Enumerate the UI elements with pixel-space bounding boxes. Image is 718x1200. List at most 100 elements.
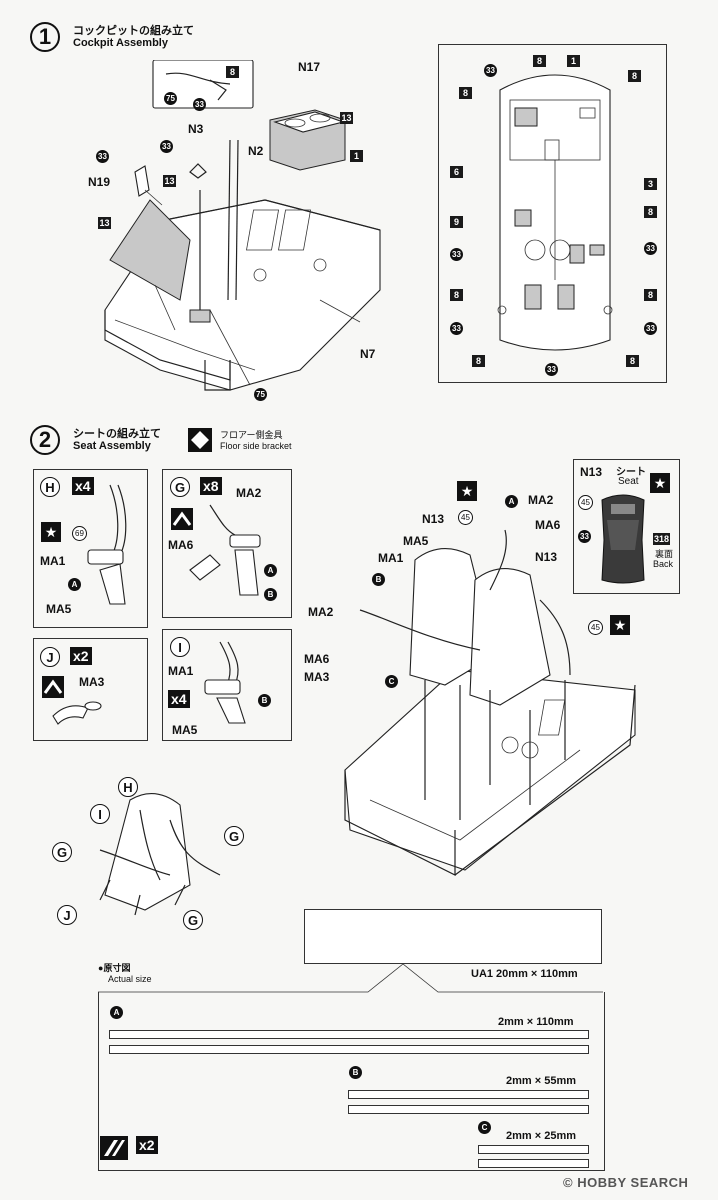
harness-letter-i: I: [90, 804, 110, 824]
part-ref-8: 8: [628, 70, 641, 82]
label-n17: N17: [298, 60, 321, 74]
part-ref-33: 33: [578, 530, 591, 543]
part-ref-45: 45: [458, 510, 473, 525]
label-ma5: MA5: [172, 723, 198, 737]
harness-letter-h: H: [118, 777, 138, 797]
quantity-badge: x2: [70, 647, 92, 665]
cockpit-top-view: [497, 74, 613, 351]
label-ma3: MA3: [304, 670, 330, 684]
label-ma6: MA6: [304, 652, 330, 666]
subassembly-letter-i: I: [170, 637, 190, 657]
strip-c-size: 2mm × 25mm: [506, 1130, 577, 1142]
part-ref-3: 3: [644, 178, 657, 190]
part-ref-33: 33: [96, 150, 109, 163]
star-icon: ★: [650, 473, 670, 493]
watermark-copyright: ©: [563, 1175, 574, 1190]
part-ref-75: 75: [164, 92, 177, 105]
part-ref-75: 75: [254, 388, 267, 401]
part-ref-8: 8: [226, 66, 239, 78]
actual-size-jp-text: 原寸図: [103, 963, 131, 973]
quantity-badge: x2: [136, 1136, 158, 1154]
quantity-badge: x4: [72, 477, 94, 495]
harness-letter-g: G: [52, 842, 72, 862]
part-ref-13: 13: [340, 112, 353, 124]
seat-back-drawing: [601, 494, 645, 584]
part-ref-8: 8: [472, 355, 485, 367]
subassembly-letter-j: J: [40, 647, 60, 667]
part-ref-45: 45: [588, 620, 603, 635]
strip-ref-a: A: [264, 564, 277, 577]
seat-label-en: Seat: [618, 476, 639, 487]
bracket-j-drawing: [52, 701, 102, 725]
label-ma2: MA2: [308, 605, 334, 619]
part-ref-8: 8: [644, 206, 657, 218]
part-ref-318: 318: [653, 533, 671, 545]
step-2-number: 2: [30, 425, 60, 455]
harness-letter-j: J: [57, 905, 77, 925]
strip-a-1: [109, 1030, 589, 1039]
watermark: © HOBBY SEARCH: [563, 1175, 688, 1190]
back-label-jp: 裏面: [655, 549, 674, 559]
strip-ref-b: B: [372, 573, 385, 586]
part-ref-33: 33: [484, 64, 497, 77]
actual-size-box: [98, 992, 605, 1171]
part-ref-13: 13: [98, 217, 111, 229]
bracket-label-en: Floor side bracket: [220, 441, 292, 451]
label-n13: N13: [535, 550, 558, 564]
part-ref-33: 33: [644, 322, 657, 335]
bracket-up-icon: [171, 508, 193, 530]
step-2-title-en: Seat Assembly: [73, 440, 151, 452]
part-ref-13: 13: [163, 175, 176, 187]
belt-h-drawing: [87, 484, 127, 605]
label-ma2: MA2: [528, 493, 554, 507]
label-ma2: MA2: [236, 486, 262, 500]
part-ref-33: 33: [160, 140, 173, 153]
strip-a-size: 2mm × 110mm: [498, 1016, 574, 1028]
part-ref-8: 8: [626, 355, 639, 367]
part-ref-69: 69: [72, 526, 87, 541]
subassembly-letter-g: G: [170, 477, 190, 497]
seat-harness-drawing: [99, 793, 221, 916]
label-ma6: MA6: [535, 518, 561, 532]
harness-letter-g: G: [183, 910, 203, 930]
strip-b-2: [348, 1105, 589, 1114]
bullet-icon: ●: [98, 963, 104, 973]
star-icon: ★: [457, 481, 477, 501]
watermark-text: HOBBY SEARCH: [577, 1175, 689, 1190]
strip-ref-c: C: [385, 675, 398, 688]
part-ref-1: 1: [350, 150, 363, 162]
step-1-title-jp: コックピットの組み立て: [73, 25, 194, 37]
part-ref-33: 33: [450, 248, 463, 261]
label-n13: N13: [580, 465, 603, 479]
label-n13: N13: [422, 512, 445, 526]
star-icon: ★: [41, 522, 61, 542]
strip-ref-a: A: [110, 1006, 123, 1019]
quantity-badge: x8: [200, 477, 222, 495]
label-n7: N7: [360, 347, 376, 361]
strip-c-1: [478, 1145, 589, 1154]
subassembly-letter-h: H: [40, 477, 60, 497]
label-ma6: MA6: [168, 538, 194, 552]
step-1-title-en: Cockpit Assembly: [73, 37, 168, 49]
bracket-up-icon: [42, 676, 64, 698]
strip-ref-a: A: [68, 578, 81, 591]
decal-placeholder-box: [304, 909, 602, 964]
label-ma5: MA5: [403, 534, 429, 548]
seat-assembly-drawing: [344, 529, 636, 876]
harness-letter-g: G: [224, 826, 244, 846]
quantity-badge: x4: [168, 690, 190, 708]
star-icon: ★: [610, 615, 630, 635]
part-ref-1: 1: [567, 55, 580, 67]
part-ref-8: 8: [533, 55, 546, 67]
strip-b-size: 2mm × 55mm: [506, 1075, 577, 1087]
part-ref-45: 45: [578, 495, 593, 510]
strip-a-2: [109, 1045, 589, 1054]
step-2-title-jp: シートの組み立て: [73, 428, 161, 440]
strip-b-1: [348, 1090, 589, 1099]
part-ref-33: 33: [450, 322, 463, 335]
strip-ref-a: A: [505, 495, 518, 508]
callout-connector: [98, 963, 603, 993]
strip-c-2: [478, 1159, 589, 1168]
label-ma1: MA1: [168, 664, 194, 678]
part-ref-8: 8: [644, 289, 657, 301]
